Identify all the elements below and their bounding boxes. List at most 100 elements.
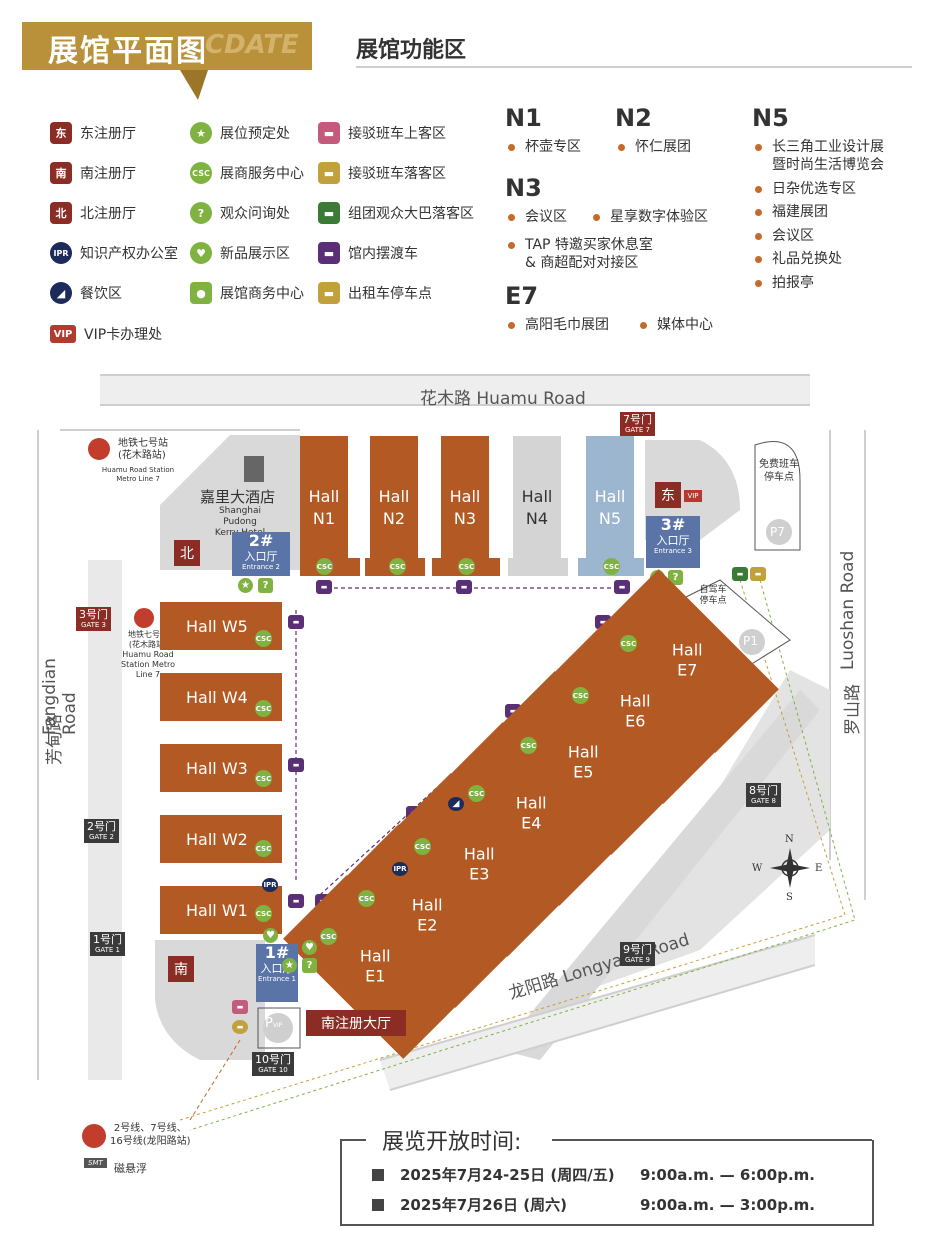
zone-n3-item: TAP 特邀买家休息室: [508, 236, 653, 254]
metro-icon: [134, 608, 154, 628]
heart-icon: ♥: [190, 242, 212, 264]
zone-e7-item: 高阳毛巾展团: [508, 316, 609, 334]
taxi-icon: ▬: [232, 1020, 248, 1034]
taxi-icon: ▬: [318, 282, 340, 304]
zone-n3-item: 星享数字体验区: [593, 208, 708, 226]
legend-item-new-products: ♥ 新品展示区: [190, 242, 290, 264]
csc-icon: CSC: [358, 890, 375, 907]
metro-icon: [88, 438, 110, 460]
hotel-name: 嘉里大酒店: [200, 488, 276, 506]
title-banner: [22, 22, 312, 70]
zone-n3-item-cont: & 商超配对对接区: [525, 255, 639, 271]
road-huamu: 花木路 Huamu Road: [420, 389, 586, 409]
legend-item-taxi: ▬ 出租车停车点: [318, 282, 432, 304]
csc-icon: CSC: [620, 635, 637, 652]
page-title: 展馆平面图: [48, 34, 208, 69]
entrance-2[interactable]: 2# 入口厅 Entrance 2: [232, 532, 290, 576]
zone-e7-title: E7: [505, 282, 539, 310]
legend-item-dining: ◢ 餐饮区: [50, 282, 122, 304]
star-icon: ★: [282, 958, 297, 973]
csc-icon: CSC: [255, 700, 272, 717]
hours-row: 2025年7月26日 (周六)9:00a.m. — 3:00p.m.: [372, 1194, 815, 1215]
csc-icon: CSC: [389, 558, 406, 575]
zone-n5-item: 礼品兑换处: [755, 250, 842, 268]
group-bus-icon: ▬: [732, 567, 748, 581]
section-divider: [356, 66, 912, 68]
hours-row: 2025年7月24-25日 (周四/五)9:00a.m. — 6:00p.m.: [372, 1164, 815, 1185]
question-icon: ?: [258, 578, 273, 593]
north-registration-icon: 北: [50, 202, 72, 224]
inner-shuttle-icon: ▬: [456, 580, 472, 594]
csc-icon: CSC: [255, 770, 272, 787]
legend-item-shuttle-dropoff: ▬ 接驳班车落客区: [318, 162, 446, 184]
csc-icon: CSC: [190, 162, 212, 184]
ipr-icon: IPR: [262, 878, 278, 892]
entrance-3[interactable]: 3# 入口厅 Entrance 3: [646, 516, 700, 568]
legend-item-visitor-info: ? 观众问询处: [190, 202, 290, 224]
compass-w: W: [752, 863, 763, 874]
question-icon: ?: [190, 202, 212, 224]
hours-box-top-left: [340, 1139, 366, 1141]
food-icon: ◢: [50, 282, 72, 304]
south-registration-icon: 南: [50, 162, 72, 184]
free-shuttle-label: 免费班车停车点: [759, 459, 799, 483]
inner-shuttle-icon: ▬: [288, 894, 304, 908]
zone-n1-item: 杯壶专区: [508, 138, 581, 156]
metro-top-label: 地铁七号站(花木路站): [118, 438, 168, 461]
compass-e: E: [815, 863, 823, 874]
legend-item-booth-booking: ★ 展位预定处: [190, 122, 290, 144]
ipr-icon: IPR: [50, 242, 72, 264]
csc-icon: CSC: [468, 785, 485, 802]
inner-shuttle-icon: ▬: [288, 615, 304, 629]
hall-w3[interactable]: Hall W3: [160, 744, 282, 792]
star-icon: ★: [190, 122, 212, 144]
star-icon: ★: [238, 578, 253, 593]
shuttle-dropoff-icon: ▬: [318, 162, 340, 184]
parking-p7: P7: [770, 525, 785, 539]
csc-icon: CSC: [255, 840, 272, 857]
metro-icon: [82, 1124, 106, 1148]
legend-item-exhibitor-service: CSC 展商服务中心: [190, 162, 304, 184]
zone-n5-item: 会议区: [755, 227, 814, 245]
person-icon: ●: [190, 282, 212, 304]
heart-icon: ♥: [263, 928, 278, 943]
section-title: 展馆功能区: [356, 38, 467, 63]
self-drive-label: 自驾车停车点: [699, 585, 727, 606]
hall-w5[interactable]: Hall W5: [160, 602, 282, 650]
legend-item-inner-shuttle: ▬ 馆内摆渡车: [318, 242, 418, 264]
road-fangdian-en: Fangdian Road: [40, 658, 80, 735]
compass-n: N: [785, 834, 794, 845]
legend-item-group-bus: ▬ 组团观众大巴落客区: [318, 202, 474, 224]
zone-n5-title: N5: [752, 104, 789, 132]
ipr-icon: IPR: [392, 862, 408, 876]
zone-n2-item: 怀仁展团: [618, 138, 691, 156]
csc-icon: CSC: [520, 737, 537, 754]
maglev-label: 磁悬浮: [114, 1162, 147, 1175]
entrance-1[interactable]: 1# 入口厅 Entrance 1: [256, 944, 298, 1002]
csc-icon: CSC: [255, 630, 272, 647]
zone-n1-title: N1: [505, 104, 542, 132]
south-registration-marker: 南: [168, 956, 194, 982]
title-ghost-text: CDATE: [205, 30, 299, 60]
zone-n2-title: N2: [615, 104, 652, 132]
compass-s: S: [786, 892, 793, 903]
legend-item-north-registration: 北 北注册厅: [50, 202, 136, 224]
csc-icon: CSC: [458, 558, 475, 575]
east-registration-icon: 东: [50, 122, 72, 144]
parking-p1: P1: [743, 634, 758, 648]
legend-item-ipr-office: IPR 知识产权办公室: [50, 242, 178, 264]
zone-e7-item: 媒体中心: [640, 316, 713, 334]
csc-icon: CSC: [572, 687, 589, 704]
